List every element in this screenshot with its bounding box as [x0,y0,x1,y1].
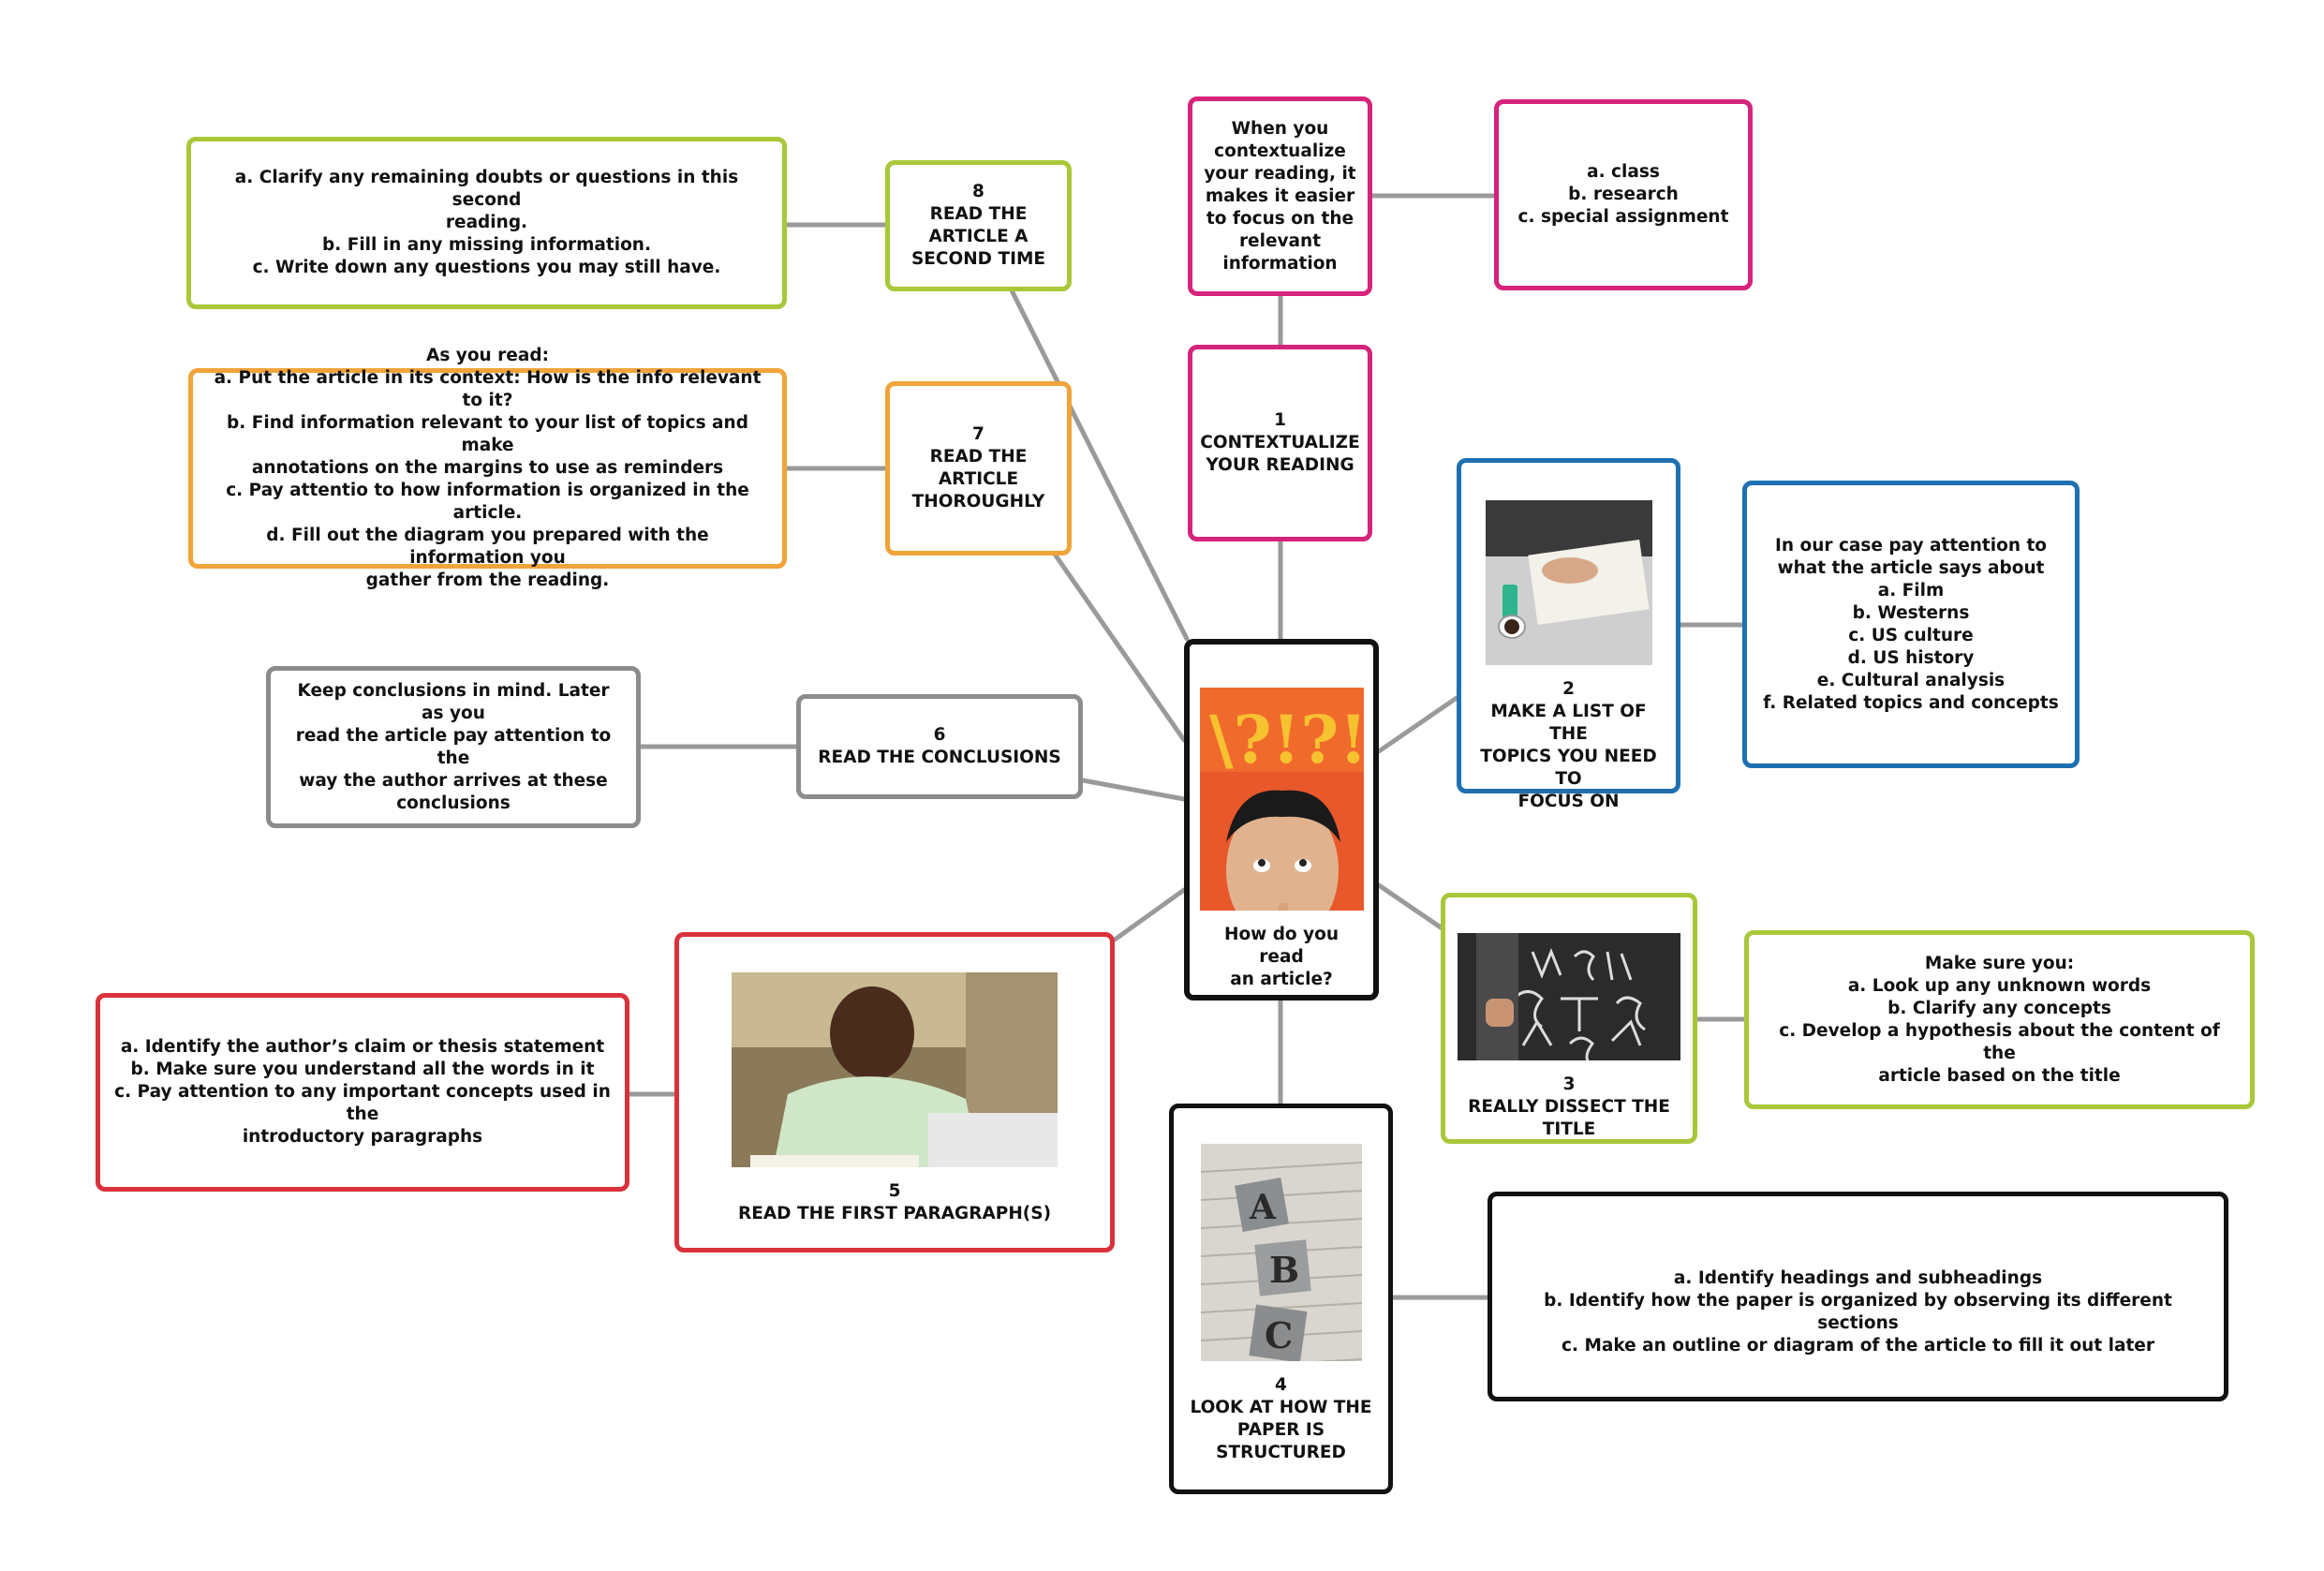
link-center-s6 [1080,778,1187,802]
step-8-note-text: a. Clarify any remaining doubts or quest… [234,168,739,277]
center-label: How do you read an article? [1223,925,1340,989]
step-5-box: 5 READ THE FIRST PARAGRAPH(S) [674,932,1115,1252]
step-6-label: 6 READ THE CONCLUSIONS [818,725,1061,767]
step-8-box: 8 READ THE ARTICLE A SECOND TIME [885,160,1072,291]
step-1-label: 1 CONTEXTUALIZE YOUR READING [1200,410,1360,475]
step-1-note: When you contextualize your reading, it … [1188,96,1372,296]
step-4-label: 4 LOOK AT HOW THE PAPER IS STRUCTURED [1190,1375,1372,1462]
svg-text:A: A [1249,1188,1277,1227]
link-center-s8 [1009,288,1190,642]
step-4-photo: A B C [1200,1121,1362,1361]
step-7-note-text: As you read: a. Put the article in its c… [214,346,762,590]
step-1-note-text: When you contextualize your reading, it … [1204,118,1356,274]
step-5-label: 5 READ THE FIRST PARAGRAPH(S) [737,1181,1052,1223]
step-7-note: As you read: a. Put the article in its c… [188,346,787,590]
step-5-note: a. Identify the author’s claim or thesis… [96,993,629,1192]
step-3-box: 3 REALLY DISSECT THE TITLE [1441,893,1697,1144]
link-center-s5 [1112,887,1187,942]
step-1-box: 1 CONTEXTUALIZE YOUR READING [1188,345,1372,541]
center-photo: \?!?!?/ [1199,665,1364,911]
link-center-s2 [1376,695,1459,754]
step-3-photo [1458,911,1680,1060]
step-6-box: 6 READ THE CONCLUSIONS [796,694,1083,799]
step-8-label: 8 READ THE ARTICLE A SECOND TIME [910,182,1046,269]
step-7-box: 7 READ THE ARTICLE THOROUGHLY [885,381,1072,556]
step-8-note: a. Clarify any remaining doubts or quest… [186,137,787,309]
step-3-label: 3 REALLY DISSECT THE TITLE [1468,1075,1670,1139]
center-node: \?!?!?/ How do you read an article? [1184,639,1379,1000]
step-6-note: Keep conclusions in mind. Later as you r… [266,666,641,828]
step-5-note-text: a. Identify the author’s claim or thesis… [114,1037,611,1147]
link-center-s3 [1376,882,1443,930]
step-3-note: Make sure you: a. Look up any unknown wo… [1744,930,2255,1109]
step-2-note-text: In our case pay attention to what the ar… [1763,535,2059,713]
step-2-note: In our case pay attention to what the ar… [1742,481,2080,768]
step-4-box: A B C 4 LOOK AT HOW THE PAPER IS STRUCTU… [1169,1104,1393,1494]
link-center-s7 [1053,553,1187,743]
step-2-box: 2 MAKE A LIST OF THE TOPICS YOU NEED TO … [1457,458,1680,811]
step-4-note-text: a. Identify headings and subheadings b. … [1544,1268,2172,1356]
step-7-label: 7 READ THE ARTICLE THOROUGHLY [911,424,1045,511]
step-4-note: a. Identify headings and subheadings b. … [1488,1192,2228,1401]
step-6-note-text: Keep conclusions in mind. Later as you r… [295,680,612,813]
step-5-photo [732,950,1058,1167]
step-1-list: a. class b. research c. special assignme… [1494,99,1753,290]
svg-text:B: B [1269,1249,1299,1291]
step-1-list-text: a. class b. research c. special assignme… [1517,162,1729,227]
step-3-note-text: Make sure you: a. Look up any unknown wo… [1779,953,2220,1086]
step-2-label: 2 MAKE A LIST OF THE TOPICS YOU NEED TO … [1480,679,1657,811]
svg-text:C: C [1265,1314,1293,1356]
svg-text:\?!?!?/: \?!?!?/ [1209,701,1364,778]
step-2-photo [1485,478,1652,665]
